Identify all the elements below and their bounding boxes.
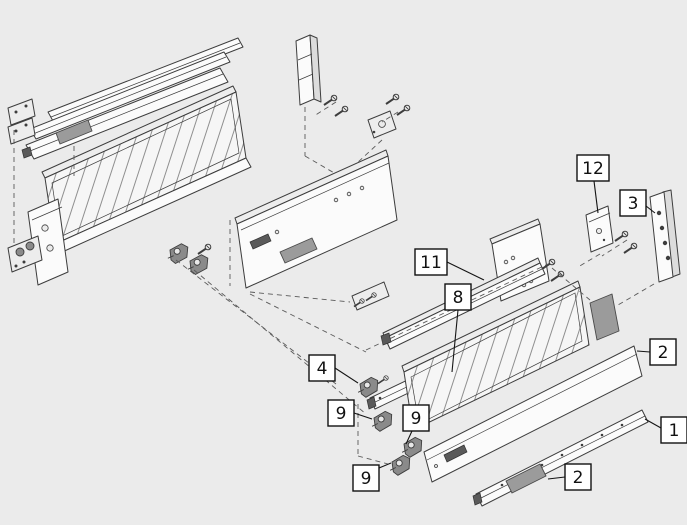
brand-stamp: [443, 444, 468, 463]
left-drawer-assembly: [7, 37, 252, 286]
runner-end-hook: [21, 146, 33, 159]
callout-12: 12: [576, 154, 610, 182]
center-parts: [234, 34, 411, 311]
callout-9-mid: 9: [402, 404, 430, 432]
callout-label: 2: [573, 468, 584, 488]
callout-2-bottom: 2: [564, 463, 592, 491]
callout-label: 8: [453, 288, 464, 308]
rail-end-hook: [366, 396, 377, 410]
callout-label: 11: [420, 253, 442, 273]
callout-label: 1: [669, 421, 680, 441]
callout-label: 9: [411, 409, 422, 429]
callout-9-bottom: 9: [352, 464, 380, 492]
left-back-panel: [236, 155, 398, 289]
callout-label: 9: [336, 404, 347, 424]
callout-3: 3: [619, 189, 647, 217]
brand-stamp: [249, 233, 272, 250]
callout-label: 2: [658, 343, 669, 363]
hinge-grommet: [25, 241, 35, 251]
left-runner-top: [47, 37, 244, 122]
callout-label: 4: [317, 359, 328, 379]
side-profile-2: [423, 345, 643, 483]
callout-1: 1: [660, 416, 687, 444]
vertical-post-side: [309, 34, 322, 103]
back-panel-insert: [279, 237, 318, 264]
callout-label: 9: [361, 469, 372, 489]
callouts: 12 3 11 8 2 4 9 9: [308, 154, 687, 492]
callout-label: 3: [628, 194, 639, 214]
callout-11: 11: [414, 248, 448, 276]
callout-9-left: 9: [327, 399, 355, 427]
damper-insert-2: [505, 463, 547, 494]
callout-4: 4: [308, 354, 336, 382]
left-plate-upper: [7, 98, 36, 126]
strip-holes: [656, 210, 671, 261]
callout-label: 12: [582, 159, 604, 179]
left-plate-lower: [7, 117, 36, 145]
rail-end-hook: [472, 492, 483, 506]
plate-rivets: [14, 104, 28, 133]
callout-8: 8: [444, 283, 472, 311]
leader-lines: [334, 180, 662, 480]
side-damper-block: [589, 293, 620, 341]
left-damper-insert: [55, 119, 93, 145]
callout-2-right: 2: [649, 338, 677, 366]
right-drawer-assembly: [355, 189, 681, 507]
hinge-grommet: [15, 247, 25, 257]
